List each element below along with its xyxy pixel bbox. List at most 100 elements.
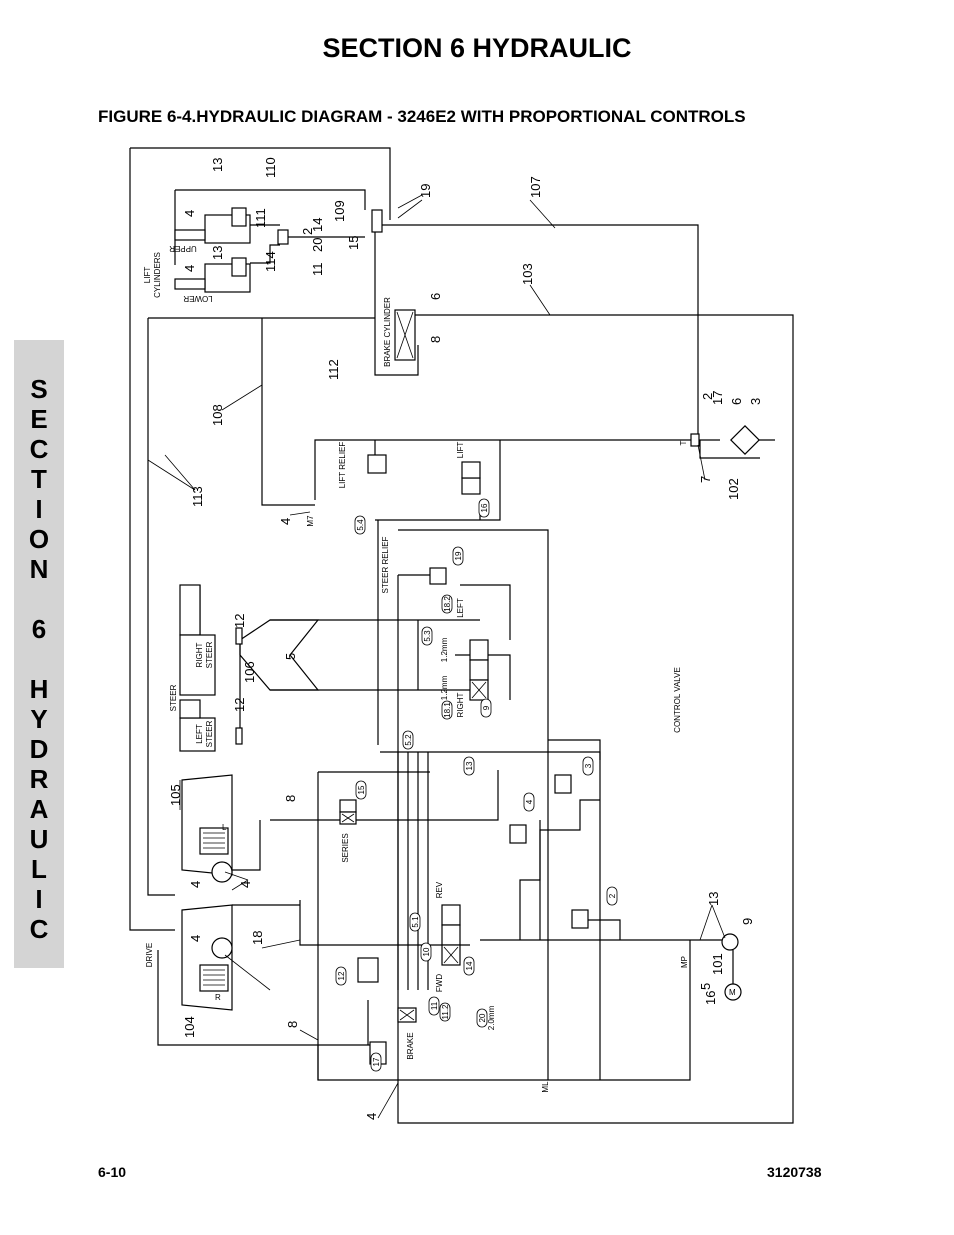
right-steer-label-2: STEER (205, 641, 214, 668)
orifice-label: 1.2mm (440, 675, 449, 700)
side-tab-letter: S (30, 374, 48, 404)
callout: 11 (310, 263, 325, 277)
drive-motor-upper-icon (211, 861, 233, 883)
callout: 104 (182, 1016, 197, 1038)
brake-cylinder-label: BRAKE CYLINDER (383, 297, 392, 367)
pump-icon (721, 933, 739, 951)
side-tab-letters: S E C T I O N 6 H Y D R A U L I C (14, 374, 64, 944)
reference-oval: 18.2 (443, 596, 452, 612)
lift-spool-label: LIFT (456, 442, 465, 459)
callout: 2 (700, 393, 715, 400)
lift-cylinders-label: LIFT (143, 267, 152, 284)
reference-oval: 4 (525, 799, 534, 804)
side-tab-letter: D (29, 734, 49, 764)
callout: 4 (238, 881, 253, 888)
rev-label: REV (435, 881, 444, 898)
callout: 109 (332, 200, 347, 222)
callout: 18 (250, 931, 265, 945)
brake-cylinder: BRAKE CYLINDER (383, 297, 416, 367)
callout: 4 (188, 935, 203, 942)
left-steer-label: LEFT (195, 724, 204, 744)
right-steer-label: RIGHT (195, 642, 204, 667)
figure-title: FIGURE 6-4.HYDRAULIC DIAGRAM - 3246E2 WI… (98, 107, 746, 126)
leader-lines (147, 194, 726, 1119)
side-tab-letter: I (35, 884, 43, 914)
reference-oval: 5.1 (411, 916, 420, 928)
reference-oval: 15 (357, 785, 366, 794)
reference-oval: 11 (430, 1001, 439, 1010)
orifice-label: 1.2mm (440, 637, 449, 662)
document-number: 3120738 (767, 1164, 822, 1180)
port-mp-label: MP (680, 956, 689, 968)
side-tab-letter: Y (30, 704, 48, 734)
callout: 113 (190, 486, 205, 507)
callout: 102 (726, 478, 741, 500)
side-tab-letter: T (31, 464, 47, 494)
callout: 4 (182, 265, 197, 272)
lower-cylinder-label: LOWER (183, 294, 213, 303)
reference-oval: 10 (422, 947, 431, 956)
callout: 16 (703, 991, 718, 1005)
reference-oval: 16 (480, 503, 489, 512)
lift-cylinders-label-2: CYLINDERS (153, 252, 162, 298)
reference-oval: 19 (454, 551, 463, 560)
reference-oval: 9 (482, 705, 491, 710)
filter-icon (730, 425, 760, 455)
callout: 105 (168, 784, 183, 806)
callout: 114 (263, 251, 278, 272)
drive-motors: L R DRIVE (145, 774, 233, 1011)
motor-l-label: L (222, 823, 227, 832)
reference-oval: 13 (465, 761, 474, 770)
callout: 4 (182, 210, 197, 217)
callout: 20 (310, 238, 325, 252)
callout: 13 (210, 246, 225, 260)
orifice-label: 2.0mm (487, 1005, 496, 1030)
side-tab-letter: R (29, 764, 49, 794)
callout: 5 (698, 983, 713, 990)
callout: 4 (364, 1113, 379, 1120)
reference-oval: 11.2 (441, 1004, 450, 1020)
series-valve-label: SERIES (341, 833, 350, 862)
reference-oval: 3 (584, 763, 593, 768)
reference-oval: 20 (478, 1013, 487, 1022)
upper-cylinder-label: UPPER (169, 244, 197, 253)
callout: 111 (253, 208, 268, 228)
right-spool-label: RIGHT (456, 692, 465, 717)
callout: 15 (346, 236, 361, 250)
left-steer-label-2: STEER (205, 720, 214, 747)
callout: 2 (300, 228, 315, 235)
left-spool-label: LEFT (456, 598, 465, 618)
side-tab-letter: A (29, 794, 49, 824)
callout: 108 (210, 404, 225, 426)
electric-motor-label: M (729, 988, 736, 997)
callout: 110 (263, 157, 278, 178)
control-valve: CONTROL VALVE LIFT RELIEF LIFT STEER REL… (306, 440, 689, 1092)
port-m7-label: M7 (306, 515, 315, 527)
port-ml-label: ML (541, 1081, 550, 1093)
side-tab-letter: C (29, 434, 49, 464)
page-number: 6-10 (98, 1164, 127, 1180)
pump-and-filter: M (690, 425, 760, 1001)
callout: 101 (710, 953, 725, 975)
steer-section: STEER RIGHT STEER LEFT STEER (169, 584, 320, 752)
callout: 4 (278, 518, 293, 525)
callout-numbers: 13 110 4 111 2 109 19 107 15 114 11 20 1… (168, 157, 763, 1120)
side-tab-letter: U (29, 824, 49, 854)
callout: 12 (232, 698, 247, 712)
callout: 106 (242, 661, 257, 683)
callout: 9 (740, 918, 755, 925)
callout: 13 (210, 158, 225, 172)
side-tab-letter: E (30, 404, 48, 434)
steer-relief-label: STEER RELIEF (381, 536, 390, 593)
side-tab-letter: O (28, 524, 50, 554)
reference-oval: 5.3 (423, 630, 432, 642)
callout: 8 (285, 1021, 300, 1028)
callout: 103 (520, 263, 535, 285)
side-tab-letter: I (35, 494, 43, 524)
reference-oval: 2 (608, 893, 617, 898)
reference-oval: 5.4 (356, 519, 365, 531)
callout: 107 (528, 176, 543, 198)
callout: 4 (188, 881, 203, 888)
callout: 8 (428, 336, 443, 343)
